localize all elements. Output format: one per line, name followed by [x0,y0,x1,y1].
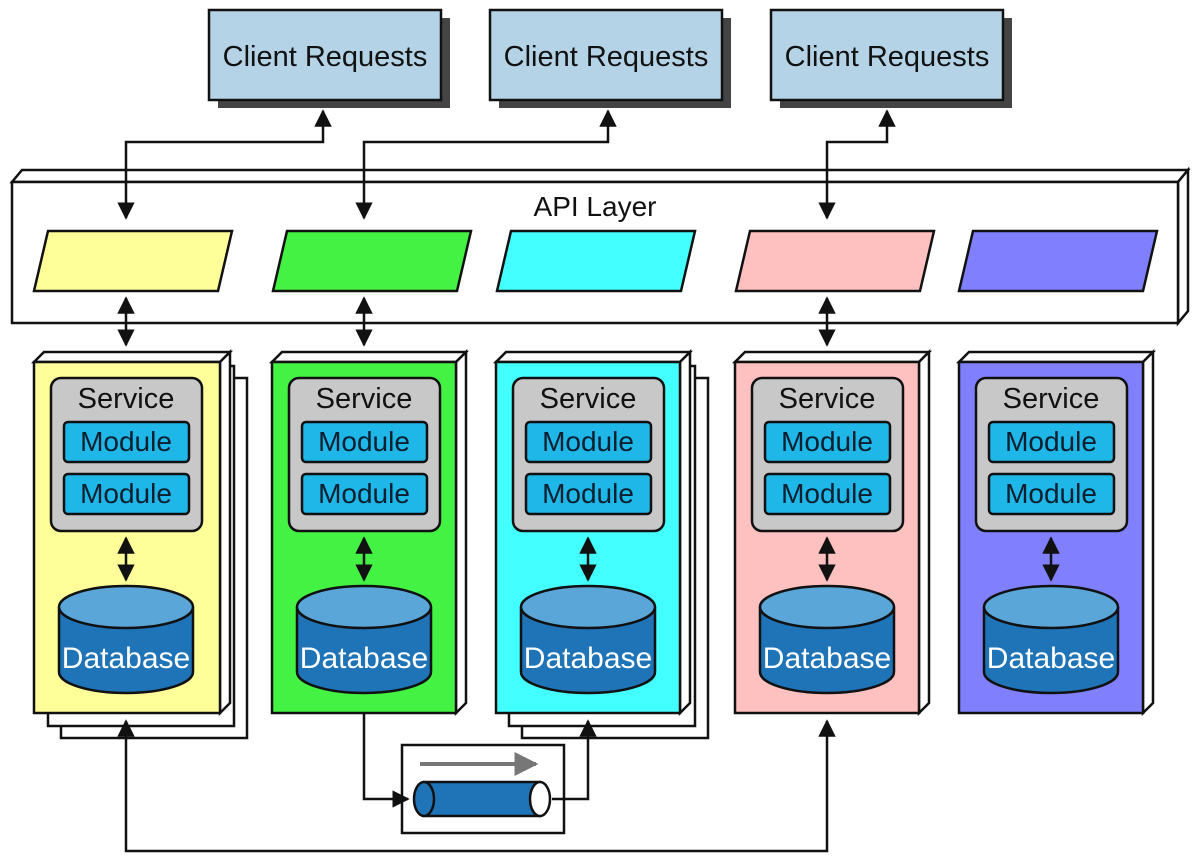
module-label: Module [781,426,873,457]
api-endpoint-yellow [32,229,234,293]
service-block-4: Service Module Module [750,376,905,533]
client-requests-box-3: Client Requests [769,8,1012,108]
module-box [763,472,892,516]
database-5: Database [982,584,1120,695]
yellow-pink-link [117,719,836,853]
module-box [300,472,429,516]
database-4: Database [758,584,896,695]
module-label: Module [542,478,634,509]
queue-to-cyan-arrow [552,719,597,801]
service-block-3: Service Module Module [511,376,666,533]
module-box [763,420,892,464]
module-box [62,472,191,516]
api-endpoint-cyan [495,229,697,293]
api-endpoint-pink [734,229,936,293]
module-box [524,472,653,516]
database-label: Database [763,642,891,675]
service-label: Service [316,383,413,415]
module-label: Module [318,478,410,509]
module-box [524,420,653,464]
client-requests-box-1: Client Requests [207,8,450,108]
module-label: Module [80,426,172,457]
api-endpoint-green [271,229,473,293]
service-block-1: Service Module Module [49,376,204,533]
module-label: Module [542,426,634,457]
queue-pipe-icon [412,780,552,818]
database-1: Database [57,584,195,695]
module-label: Module [1005,426,1097,457]
module-box [300,420,429,464]
module-label: Module [318,426,410,457]
module-label: Module [781,478,873,509]
message-queue [400,743,566,835]
module-label: Module [80,478,172,509]
client-requests-label: Client Requests [785,41,990,73]
client-requests-box-2: Client Requests [488,8,731,108]
module-box [987,472,1116,516]
database-label: Database [524,642,652,675]
service-block-2: Service Module Module [287,376,442,533]
module-box [62,420,191,464]
database-label: Database [300,642,428,675]
database-3: Database [519,584,657,695]
client-requests-label: Client Requests [223,41,428,73]
database-label: Database [62,642,190,675]
database-label: Database [987,642,1115,675]
module-box [987,420,1116,464]
client-3-arrow [818,109,896,220]
api-endpoint-purple [957,229,1159,293]
api-layer-title: API Layer [534,191,657,222]
database-2: Database [295,584,433,695]
service-label: Service [540,383,637,415]
service-block-5: Service Module Module [974,376,1129,533]
service-label: Service [78,383,175,415]
client-requests-label: Client Requests [504,41,709,73]
green-to-queue-arrow [362,713,410,808]
service-label: Service [779,383,876,415]
module-label: Module [1005,478,1097,509]
client-1-arrow [117,109,332,220]
client-2-arrow [355,109,617,220]
service-label: Service [1003,383,1100,415]
